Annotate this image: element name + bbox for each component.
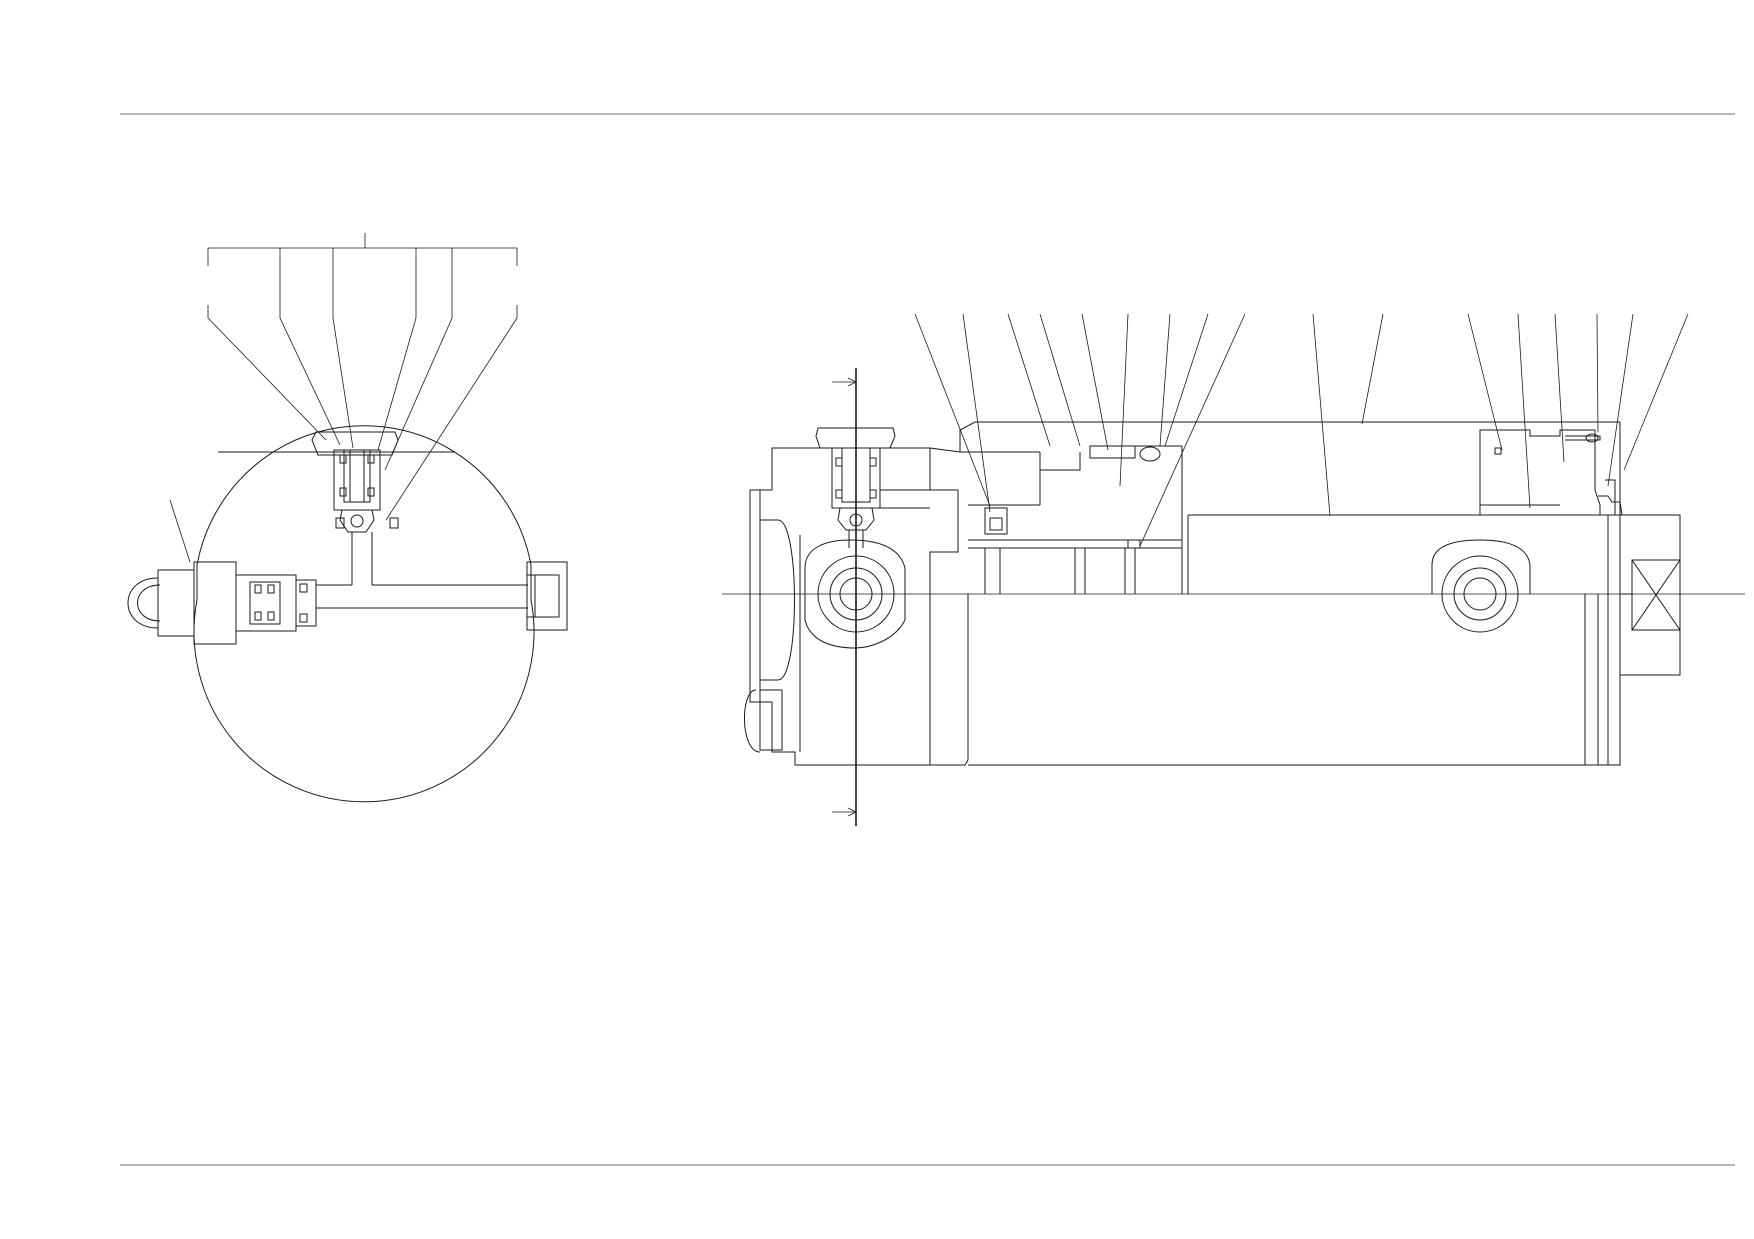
top-valve-assembly xyxy=(311,431,399,585)
right-end-cap xyxy=(1479,422,1623,766)
port-boss-left xyxy=(804,539,906,649)
left-end-housing xyxy=(744,447,959,766)
side-section-view xyxy=(722,313,1745,826)
right-port-plug xyxy=(526,561,568,631)
main-barrel xyxy=(929,421,1680,766)
end-view-leader-lines xyxy=(169,248,518,563)
section-arrow-bottom xyxy=(832,807,857,817)
side-view-valve xyxy=(815,427,958,548)
leader-bracket xyxy=(207,233,518,266)
side-relief-valve xyxy=(127,561,320,645)
hex-end-plug xyxy=(1619,514,1681,676)
end-view-housing-outline xyxy=(193,425,535,803)
section-arrow-top xyxy=(832,377,857,387)
side-view-leader-lines xyxy=(914,313,1689,547)
port-boss-right xyxy=(1431,539,1531,633)
cross-passage xyxy=(320,584,528,609)
end-section-view xyxy=(127,233,568,803)
